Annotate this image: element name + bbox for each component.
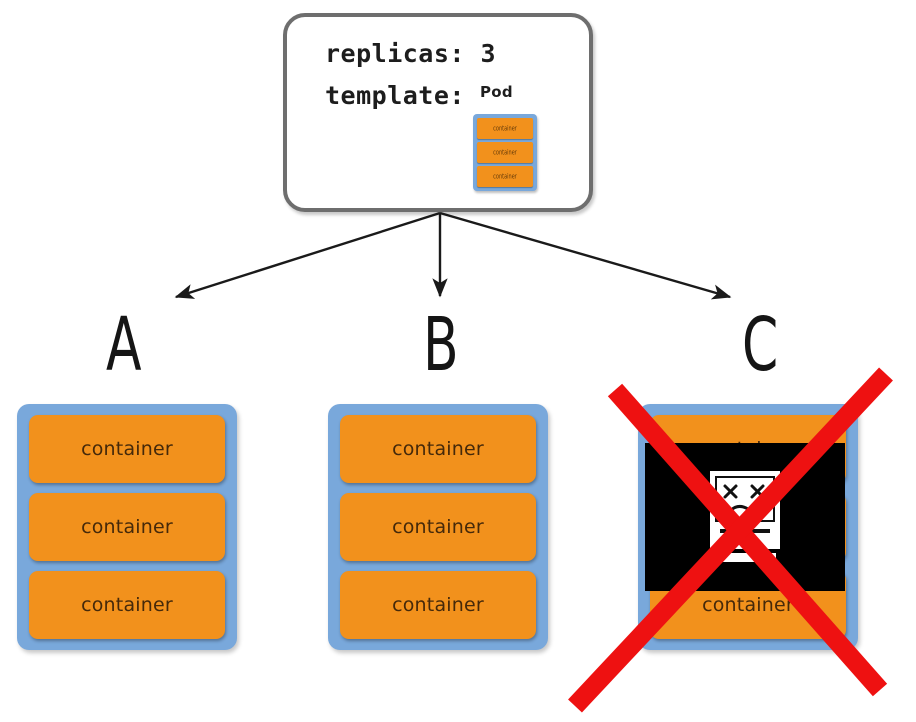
container-label: container (702, 594, 794, 616)
container-label: container (392, 438, 484, 460)
spec-replicas-line: replicas: 3 (325, 39, 497, 68)
arrow-to-a (174, 211, 441, 299)
pod-c-crash-screen (645, 443, 845, 591)
container-box: container (29, 493, 225, 561)
mini-pod: container container container (473, 114, 537, 191)
container-box: container (340, 415, 536, 483)
branch-letter-b: B (423, 302, 459, 388)
mini-container-label: container (493, 172, 517, 181)
spec-template-line: template: (325, 81, 465, 110)
replicaset-spec-card: replicas: 3 template: Pod container cont… (283, 13, 593, 212)
container-box: container (340, 493, 536, 561)
branch-letter-c: C (742, 302, 779, 388)
pod-b: container container container (328, 404, 548, 650)
container-label: container (392, 594, 484, 616)
arrow-to-c (439, 211, 732, 300)
mini-container-label: container (493, 124, 517, 133)
container-label: container (81, 516, 173, 538)
container-label: container (392, 516, 484, 538)
mini-container: container (477, 142, 533, 163)
pod-a: container container container (17, 404, 237, 650)
container-box: container (29, 415, 225, 483)
branch-letter-a: A (106, 302, 142, 388)
container-label: container (81, 594, 173, 616)
container-label: container (81, 438, 173, 460)
mini-pod-label: Pod (480, 83, 513, 101)
sad-mac-icon (710, 471, 780, 562)
mini-container: container (477, 118, 533, 139)
container-box: container (29, 571, 225, 639)
mini-container-label: container (493, 148, 517, 157)
container-box: container (340, 571, 536, 639)
mini-container: container (477, 166, 533, 187)
